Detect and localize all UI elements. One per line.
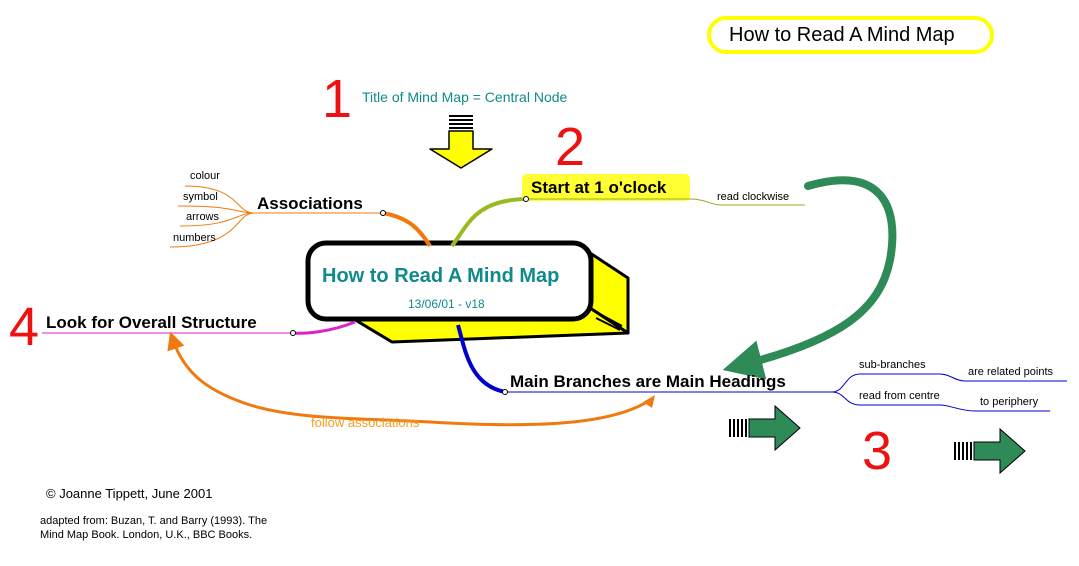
clockwise-arrow [722,176,897,380]
follow-associations-arrow [167,331,651,427]
main-branches-heading: Main Branches are Main Headings [510,372,786,391]
association-item-arrows: arrows [186,211,220,223]
source-citation: adapted from: Buzan, T. and Barry (1993)… [40,515,268,541]
associations-heading: Associations [257,194,363,213]
green-right-arrow-icon [954,427,1026,475]
title-highlight [707,16,994,54]
step-number-2: 2 [555,117,586,177]
start-heading: Start at 1 o'clock [531,178,667,197]
green-right-arrow-icon [729,404,801,452]
yellow-down-arrow-icon [429,115,493,169]
sub-branches-label: sub-branches [859,359,926,371]
main-sub-branches [831,373,1067,412]
read-from-centre-label: read from centre [859,390,940,402]
start-branch [450,197,527,248]
step-number-4: 4 [9,297,40,357]
association-item-symbol: symbol [183,191,218,203]
structure-branch [292,320,356,335]
association-item-colour: colour [190,170,220,182]
start-highlight [522,174,690,201]
main-branch [456,324,506,394]
page-title: How to Read A Mind Map [729,24,955,46]
central-node-title: How to Read A Mind Map [322,265,560,287]
step-number-3: 3 [862,421,893,481]
related-points-label: are related points [968,366,1053,378]
associations-branch [382,211,432,248]
structure-heading: Look for Overall Structure [46,313,257,332]
associations-sub-branches [169,185,255,248]
credit-line: © Joanne Tippett, June 2001 [46,486,213,501]
step-number-1: 1 [322,69,353,129]
central-node-caption: Title of Mind Map = Central Node [362,89,568,105]
to-periphery-label: to periphery [980,396,1039,408]
association-item-numbers: numbers [173,232,216,244]
follow-associations-label: follow associations [311,415,420,430]
central-node-date: 13/06/01 - v18 [408,297,485,311]
read-clockwise-label: read clockwise [717,191,790,203]
central-node [305,240,630,344]
